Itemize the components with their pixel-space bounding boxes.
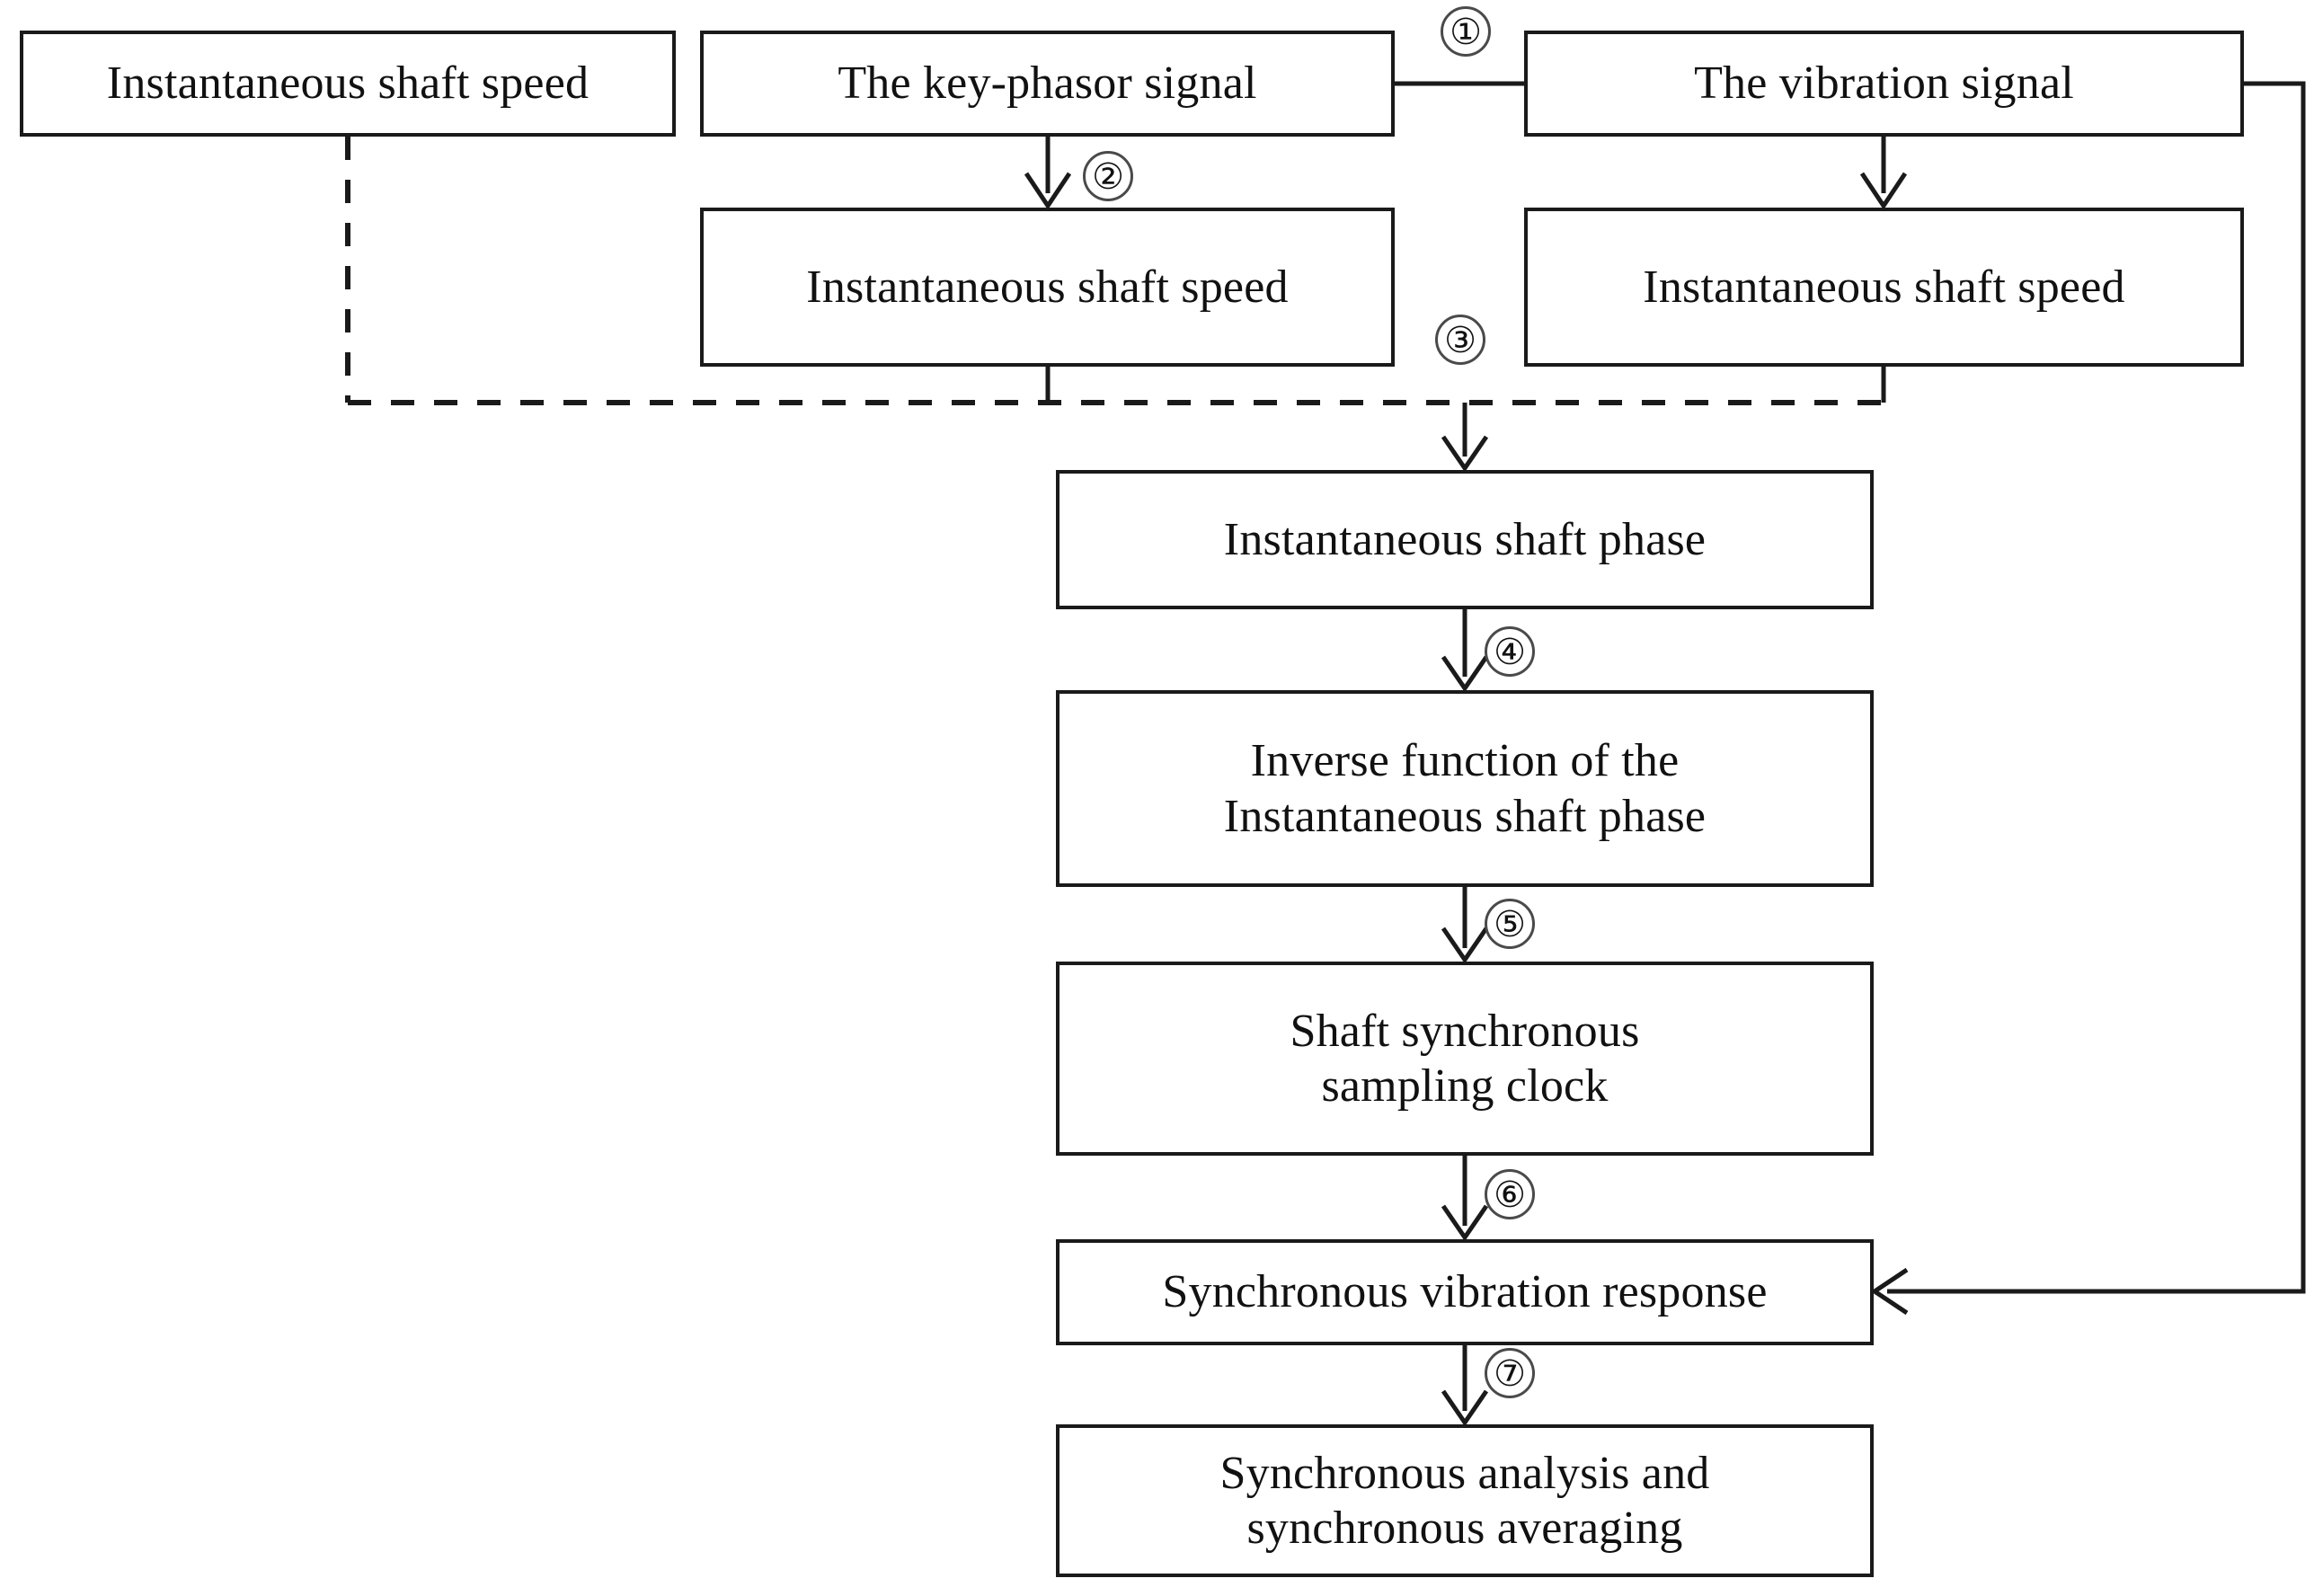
step-badge-4: ④	[1485, 626, 1535, 677]
node-key-phasor-signal[interactable]: The key-phasor signal	[700, 31, 1395, 137]
step-badge-6: ⑥	[1485, 1169, 1535, 1219]
node-instantaneous-shaft-speed-left[interactable]: Instantaneous shaft speed	[20, 31, 676, 137]
node-synchronous-vibration-response[interactable]: Synchronous vibration response	[1056, 1239, 1874, 1345]
node-label: Synchronous analysis and synchronous ave…	[1219, 1447, 1710, 1554]
node-label: Instantaneous shaft speed	[106, 58, 590, 110]
edge-keyphasor-to-speed-mid	[1024, 137, 1072, 210]
step-badge-5: ⑤	[1485, 899, 1535, 949]
node-synchronous-analysis[interactable]: Synchronous analysis and synchronous ave…	[1056, 1424, 1874, 1577]
node-label: The vibration signal	[1694, 58, 2074, 110]
edge-vibration-to-speed-right	[1859, 137, 1908, 210]
node-instantaneous-shaft-phase[interactable]: Instantaneous shaft phase	[1056, 470, 1874, 609]
node-label: The key-phasor signal	[838, 58, 1257, 110]
edge-phase-to-inverse	[1441, 609, 1489, 693]
step-badge-3: ③	[1435, 315, 1485, 365]
step-badge-label: ③	[1444, 319, 1476, 360]
node-label: Instantaneous shaft speed	[806, 261, 1289, 313]
step-badge-7: ⑦	[1485, 1348, 1535, 1398]
step-badge-2: ②	[1083, 151, 1133, 201]
node-inverse-function[interactable]: Inverse function of the Instantaneous sh…	[1056, 690, 1874, 887]
step-badge-label: ①	[1450, 11, 1482, 52]
step-badge-label: ⑤	[1494, 903, 1526, 944]
node-instantaneous-shaft-speed-right[interactable]: Instantaneous shaft speed	[1524, 208, 2244, 367]
edge-inverse-to-clock	[1441, 887, 1489, 964]
node-label: Instantaneous shaft speed	[1643, 261, 2125, 313]
node-label: Instantaneous shaft phase	[1223, 513, 1707, 565]
node-vibration-signal[interactable]: The vibration signal	[1524, 31, 2244, 137]
edge-response-to-analysis	[1441, 1345, 1489, 1427]
node-instantaneous-shaft-speed-mid[interactable]: Instantaneous shaft speed	[700, 208, 1395, 367]
edge-clock-to-response	[1441, 1156, 1489, 1242]
step-badge-1: ①	[1441, 6, 1491, 57]
node-label: Synchronous vibration response	[1162, 1266, 1768, 1318]
node-sampling-clock[interactable]: Shaft synchronous sampling clock	[1056, 962, 1874, 1156]
step-badge-label: ②	[1092, 155, 1124, 197]
node-label: Shaft synchronous sampling clock	[1290, 1005, 1640, 1112]
step-badge-label: ⑦	[1494, 1352, 1526, 1394]
step-badge-label: ④	[1494, 631, 1526, 672]
node-label: Inverse function of the Instantaneous sh…	[1223, 735, 1707, 842]
edge-bus-to-shaft-phase	[1441, 403, 1489, 473]
step-badge-label: ⑥	[1494, 1174, 1526, 1215]
